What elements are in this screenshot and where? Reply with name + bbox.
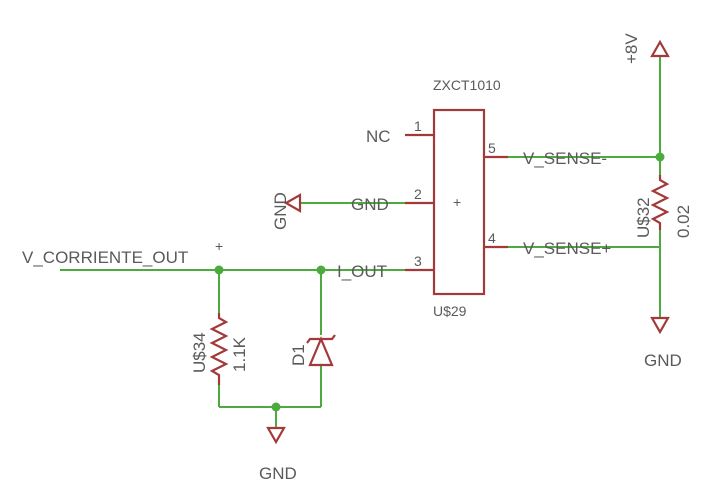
gnd-bottom-icon bbox=[266, 426, 286, 445]
ic-zxct1010: ZXCT1010 U$29 + 1 2 3 5 4 bbox=[405, 77, 508, 319]
diode-d1: D1 bbox=[289, 334, 336, 367]
supply-label: +8V bbox=[622, 33, 641, 64]
pin-number-2: 2 bbox=[414, 186, 422, 202]
resistor-u34-value: 1.1K bbox=[230, 336, 249, 372]
resistor-u34: U$34 1.1K bbox=[190, 313, 249, 385]
net-label-v-corriente-out-mark: + bbox=[215, 238, 223, 254]
net-label-i-out: I_OUT bbox=[337, 262, 387, 281]
ic-ref-label: U$29 bbox=[433, 303, 467, 319]
gnd-right-icon bbox=[650, 316, 670, 335]
gnd-left-icon bbox=[283, 193, 302, 213]
ic-center-mark: + bbox=[453, 194, 461, 210]
pin-number-4: 4 bbox=[488, 230, 496, 246]
resistor-u32: U$32 0.02 bbox=[634, 175, 693, 238]
net-label-v-sense-plus: V_SENSE+ bbox=[523, 239, 611, 258]
diode-d1-ref: D1 bbox=[289, 344, 308, 366]
supply-arrow-icon bbox=[650, 39, 670, 58]
resistor-u34-ref: U$34 bbox=[190, 332, 209, 373]
supply-8v: +8V bbox=[622, 33, 670, 64]
gnd-bottom: GND bbox=[259, 426, 297, 483]
junction-sense-minus bbox=[655, 152, 665, 162]
junction-d1 bbox=[316, 265, 326, 275]
net-label-nc: NC bbox=[366, 127, 391, 146]
resistor-u32-value: 0.02 bbox=[674, 205, 693, 238]
junction-bottom bbox=[271, 402, 281, 412]
junction-r34 bbox=[214, 265, 224, 275]
gnd-right-label: GND bbox=[644, 351, 682, 370]
resistor-u34-zigzag bbox=[209, 313, 229, 385]
junctions bbox=[214, 152, 665, 412]
gnd-left-label: GND bbox=[271, 192, 290, 230]
wires bbox=[60, 56, 661, 428]
gnd-left: GND bbox=[271, 192, 302, 230]
resistor-u32-zigzag bbox=[650, 175, 670, 230]
net-label-gnd-pin2: GND bbox=[351, 195, 389, 214]
gnd-right: GND bbox=[644, 316, 682, 370]
resistor-u32-ref: U$32 bbox=[634, 197, 653, 238]
net-label-v-corriente-out: V_CORRIENTE_OUT bbox=[22, 248, 188, 267]
pin-number-5: 5 bbox=[488, 140, 496, 156]
gnd-bottom-label: GND bbox=[259, 464, 297, 483]
pin-number-3: 3 bbox=[414, 253, 422, 269]
ic-part-label: ZXCT1010 bbox=[433, 77, 501, 93]
diode-d1-triangle bbox=[308, 336, 334, 367]
diode-d1-cathode-bar bbox=[306, 334, 336, 344]
pin-number-1: 1 bbox=[414, 118, 422, 134]
net-labels: NC GND I_OUT V_SENSE- V_SENSE+ V_CORRIEN… bbox=[22, 127, 611, 281]
net-label-v-sense-minus: V_SENSE- bbox=[523, 149, 607, 168]
